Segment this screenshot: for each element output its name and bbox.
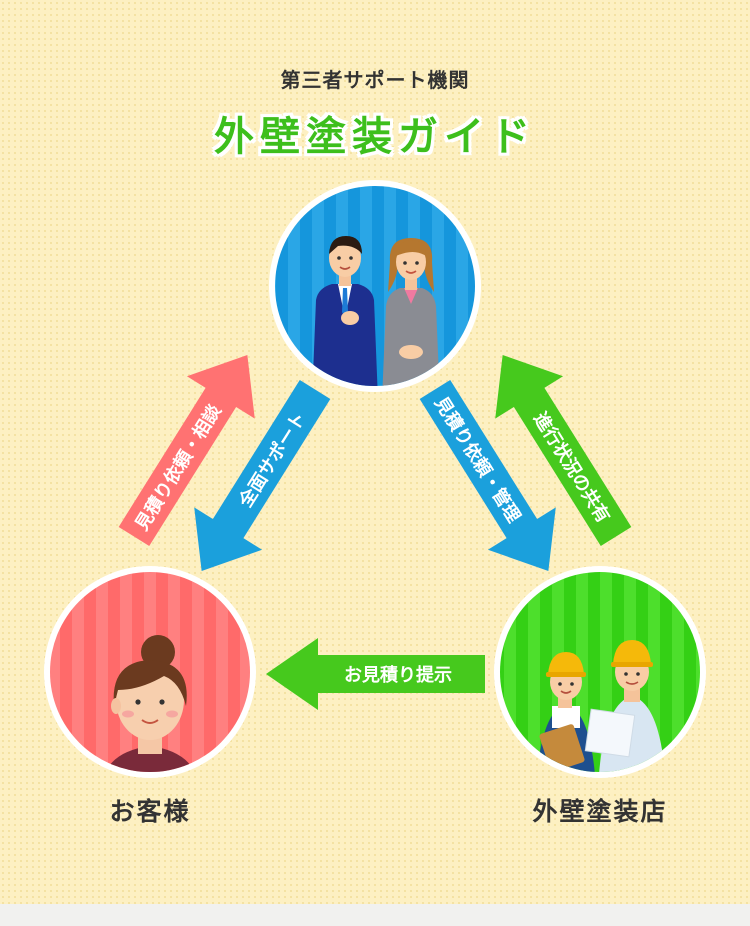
arrow-shape xyxy=(266,638,485,710)
customer-illustration xyxy=(100,635,200,772)
arrow-contractor-to-customer: お見積り提示 xyxy=(266,638,485,710)
arrow-shape xyxy=(419,379,556,571)
arrow-contractor-to-support: 進行状況の共有 xyxy=(495,355,632,547)
contractor-illustration xyxy=(536,640,666,772)
arrow-label: 全面サポート xyxy=(234,408,310,512)
arrow-label: 見積り依頼・管理 xyxy=(430,392,525,527)
contractor-label: 外壁塗装店 xyxy=(532,797,668,826)
node-support xyxy=(269,180,481,392)
arrow-customer-to-support: 見積り依頼・相談 xyxy=(118,355,255,547)
node-contractor xyxy=(494,566,706,778)
footer-band xyxy=(0,904,750,926)
arrow-label: 進行状況の共有 xyxy=(529,408,614,527)
arrow-support-to-customer: 全面サポート xyxy=(194,379,331,571)
arrow-shape xyxy=(194,379,331,571)
customer-label: お客様 xyxy=(109,797,191,826)
arrow-label: 見積り依頼・相談 xyxy=(130,400,226,535)
staff-illustration xyxy=(312,236,440,386)
arrow-shape xyxy=(495,355,632,547)
arrow-label: お見積り提示 xyxy=(344,664,452,686)
node-customer xyxy=(44,566,256,778)
page-subtitle: 第三者サポート機関 xyxy=(280,68,470,92)
arrow-support-to-contractor: 見積り依頼・管理 xyxy=(419,379,556,571)
arrow-shape xyxy=(118,355,255,547)
page-title: 外壁塗装ガイド xyxy=(214,114,536,160)
